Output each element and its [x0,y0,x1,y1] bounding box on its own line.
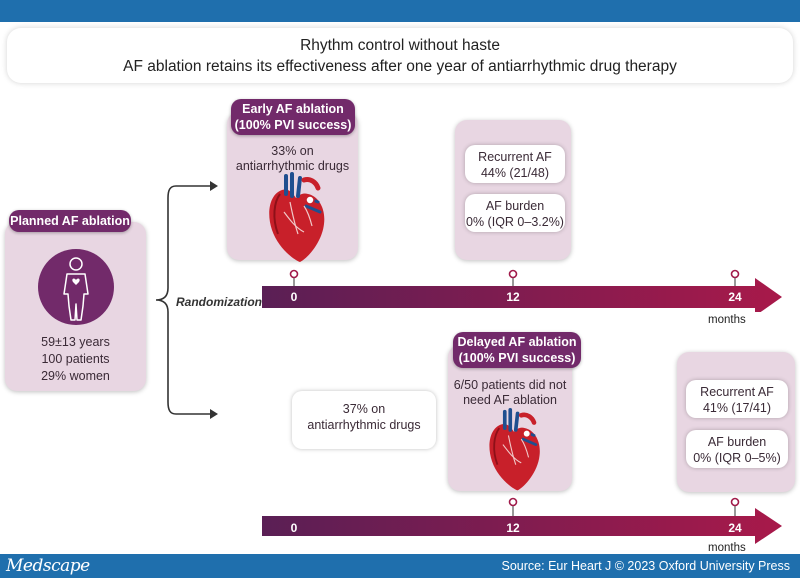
early-label-line2: (100% PVI success) [234,118,352,132]
patient-icon [37,248,115,326]
delayed-no-need-line1: 6/50 patients did not [453,378,567,392]
delayed-heart-icon [478,408,548,494]
early-outcome-panel [455,120,571,260]
randomization-brace [155,181,218,419]
timeline-top [262,269,782,312]
early-recurrent-box: Recurrent AF 44% (21/48) [465,145,565,183]
delayed-drugs-box: 37% on antiarrhythmic drugs [292,391,436,449]
early-burden-value: 0% (IQR 0–3.2%) [466,215,564,229]
delayed-recurrent-value: 41% (17/41) [702,401,772,415]
delayed-label-line1: Delayed AF ablation [457,335,577,349]
timeline-bottom-label-12: 12 [506,521,520,535]
timeline-bottom-tick-24-dot [730,497,740,507]
timeline-top-tick-24-dot [730,269,740,279]
timeline-bottom-arrow [262,508,782,544]
planned-age: 59±13 years [41,335,110,349]
randomization-label: Randomization [176,295,262,309]
timeline-top-tick-12-dot [508,269,518,279]
delayed-outcome-panel [677,352,795,492]
delayed-label: Delayed AF ablation (100% PVI success) [453,332,581,368]
timeline-bottom [262,497,782,544]
delayed-burden-value: 0% (IQR 0–5%) [693,451,781,465]
delayed-drugs-line2: antiarrhythmic drugs [307,418,421,432]
early-drugs-line2: antiarrhythmic drugs [235,159,350,173]
delayed-label-line2: (100% PVI success) [458,351,576,365]
delayed-recurrent-label: Recurrent AF [700,385,774,399]
delayed-recurrent-box: Recurrent AF 41% (17/41) [686,380,788,418]
early-recurrent-value: 44% (21/48) [480,166,550,180]
delayed-burden-label: AF burden [707,435,767,449]
timeline-top-arrow [262,278,782,312]
early-label-line1: Early AF ablation [242,102,344,116]
delayed-no-need-line2: need AF ablation [463,393,557,407]
delayed-burden-box: AF burden 0% (IQR 0–5%) [686,430,788,468]
timeline-bottom-label-24: 24 [728,521,742,535]
title-line-1: Rhythm control without haste [300,37,500,54]
timeline-top-label-24: 24 [728,290,742,304]
timeline-top-label-12: 12 [506,290,520,304]
delayed-drugs-line1: 37% on [342,402,386,416]
planned-women: 29% women [41,369,110,383]
top-bar [0,0,800,22]
early-drugs-line1: 33% on [271,144,314,158]
early-heart-icon [260,172,330,266]
timeline-top-tick-0-dot [289,269,299,279]
source-credit: Source: Eur Heart J © 2023 Oxford Univer… [501,559,790,573]
early-burden-box: AF burden 0% (IQR 0–3.2%) [465,194,565,232]
footer-bar: Medscape Source: Eur Heart J © 2023 Oxfo… [0,554,800,578]
title-line-2: AF ablation retains its effectiveness af… [123,58,677,75]
medscape-logo: Medscape [6,556,90,576]
timeline-bottom-label-0: 0 [290,521,298,535]
timeline-top-unit: months [708,314,746,326]
title-box: Rhythm control without haste AF ablation… [7,28,793,83]
timeline-bottom-unit: months [708,542,746,554]
planned-patients: 100 patients [41,352,110,366]
timeline-bottom-tick-12-dot [508,497,518,507]
timeline-top-label-0: 0 [290,290,298,304]
early-recurrent-label: Recurrent AF [478,150,552,164]
early-label: Early AF ablation (100% PVI success) [231,99,355,135]
early-burden-label: AF burden [485,199,545,213]
planned-label: Planned AF ablation [9,210,131,232]
